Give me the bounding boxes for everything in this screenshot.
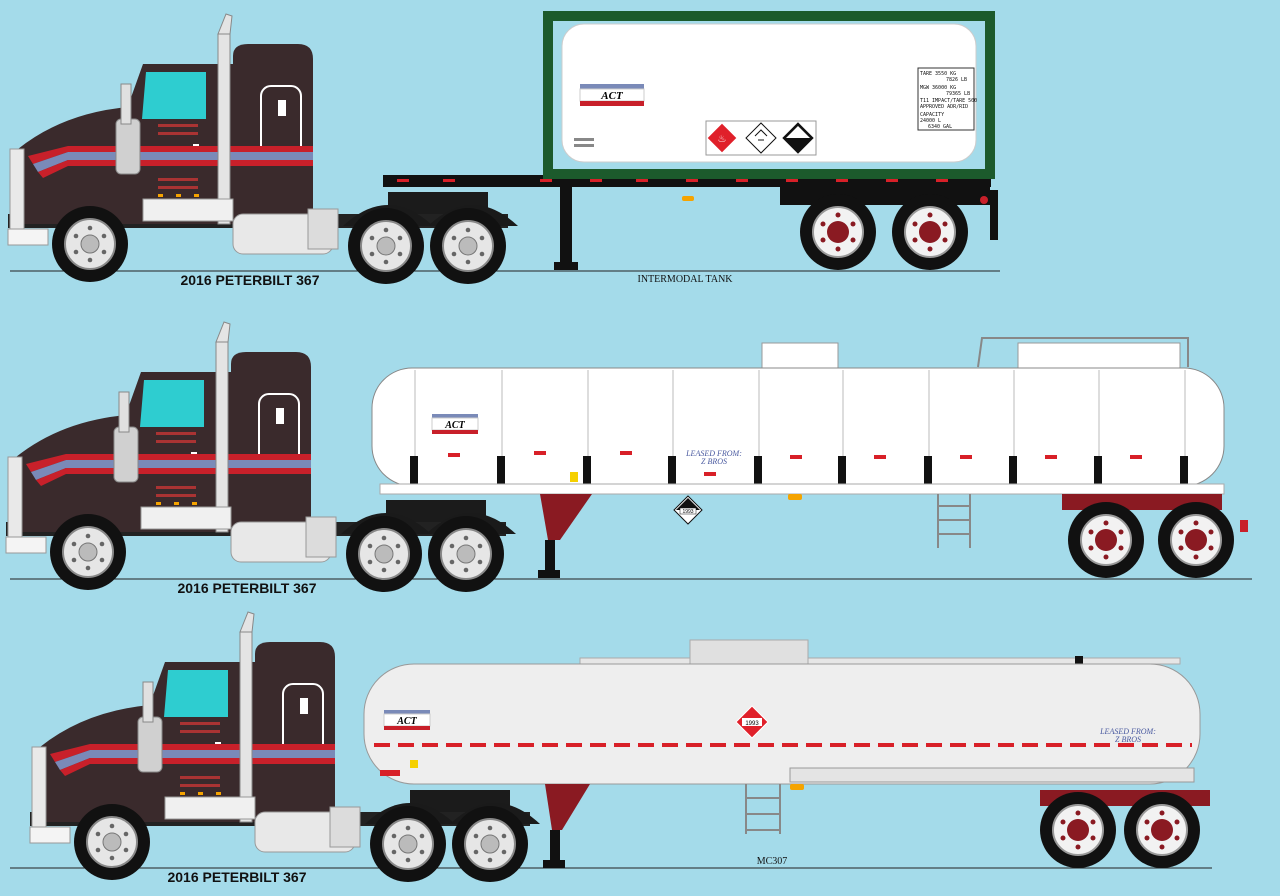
svg-text:7826 LB: 7826 LB bbox=[946, 77, 967, 83]
leased-company: Z BROS bbox=[701, 457, 727, 466]
flammable-placard-icon: 1993 bbox=[735, 705, 769, 739]
ladder bbox=[937, 494, 971, 548]
flammable-gas-icon: ♨ bbox=[706, 122, 738, 154]
ladder bbox=[745, 784, 781, 834]
act-logo: ACT bbox=[600, 90, 624, 102]
svg-text:TARE 3550 KG: TARE 3550 KG bbox=[920, 71, 956, 77]
truck-label: 2016 PETERBILT 367 bbox=[167, 869, 306, 885]
svg-text:24000 L: 24000 L bbox=[920, 118, 941, 124]
svg-text:1993: 1993 bbox=[745, 721, 759, 727]
trailer-label: MC307 bbox=[757, 856, 788, 867]
tractor-1 bbox=[8, 14, 518, 284]
rig-3: ACT 1993 LEASED FROM: Z BROS bbox=[10, 612, 1212, 885]
chemical-tank-trailer: ACT LEASED FROM: Z BROS 1993 bbox=[371, 337, 1248, 579]
svg-text:CAPACITY: CAPACITY bbox=[920, 112, 944, 118]
svg-text:♨: ♨ bbox=[718, 134, 727, 145]
corrosive-icon bbox=[782, 122, 814, 154]
tare-panel: TARE 3550 KG 7826 LB MGW 36000 KG 79365 … bbox=[920, 71, 977, 130]
leased-from-label: LEASED FROM: bbox=[1099, 727, 1156, 736]
svg-text:6340 GAL: 6340 GAL bbox=[928, 124, 952, 130]
explosive-icon bbox=[745, 122, 777, 154]
mc307-tank-trailer: ACT 1993 LEASED FROM: Z BROS bbox=[363, 639, 1210, 869]
truck-label: 2016 PETERBILT 367 bbox=[180, 272, 319, 288]
truck-label: 2016 PETERBILT 367 bbox=[177, 580, 316, 596]
svg-text:T11 IMPACT/TARE 500: T11 IMPACT/TARE 500 bbox=[920, 98, 977, 104]
svg-text:APPROVED ADR/RID: APPROVED ADR/RID bbox=[920, 104, 968, 110]
leased-company: Z BROS bbox=[1115, 735, 1141, 744]
svg-text:MGW 36000 KG: MGW 36000 KG bbox=[920, 85, 956, 91]
svg-text:79365 LB: 79365 LB bbox=[946, 91, 970, 97]
trailer-label: INTERMODAL TANK bbox=[637, 274, 733, 285]
svg-text:1993: 1993 bbox=[682, 509, 693, 515]
intermodal-tank-trailer: ACT TARE 3550 KG 7826 LB MGW 36000 KG 79… bbox=[383, 11, 998, 271]
act-logo: ACT bbox=[444, 420, 465, 431]
rig-1: ACT TARE 3550 KG 7826 LB MGW 36000 KG 79… bbox=[8, 11, 1000, 288]
corrosive-placard-icon: 1993 bbox=[673, 495, 703, 525]
leased-from-label: LEASED FROM: bbox=[685, 449, 742, 458]
act-logo: ACT bbox=[396, 716, 417, 727]
rig-2: ACT LEASED FROM: Z BROS 1993 bbox=[6, 322, 1252, 596]
